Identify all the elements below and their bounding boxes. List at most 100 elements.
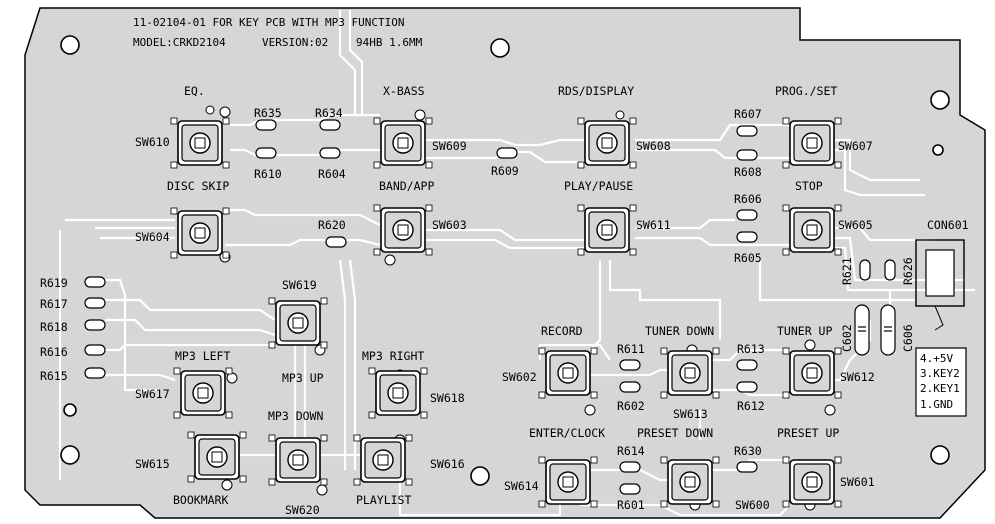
sw620-footprint [268,434,328,486]
sw612-footprint [782,347,842,399]
con601-label: CON601 [927,218,969,232]
sw602-label: SW602 [502,370,537,384]
r601-label: R601 [617,498,645,512]
sw611-footprint [577,204,637,256]
label-mp3-right: MP3 RIGHT [362,349,424,363]
r612-label: R612 [737,399,765,413]
sw616-footprint [353,434,413,486]
sw607-label: SW607 [838,139,873,153]
r611-label: R611 [617,342,645,356]
mounting-holes [60,35,950,486]
sw614-footprint [538,456,598,508]
sw610-label: SW610 [135,135,170,149]
header-version: VERSION:02 [262,36,328,49]
label-stop: STOP [795,179,823,193]
r610-label: R610 [254,167,282,181]
sw600-footprint [660,456,720,508]
label-disc-skip: DISC SKIP [167,179,229,193]
switch-footprints [170,117,842,508]
sw608-footprint [577,117,637,169]
sw617-label: SW617 [135,387,170,401]
header-material: 94HB 1.6MM [356,36,423,49]
r620-label: R620 [318,218,346,232]
sw619-footprint [268,297,328,349]
r607-label: R607 [734,107,762,121]
sw605-label: SW605 [838,218,873,232]
label-mp3-up: MP3 UP [282,371,324,385]
r618-label: R618 [40,320,68,334]
c602-label: C602 [840,324,854,352]
r634-label: R634 [315,106,343,120]
r605-label: R605 [734,251,762,265]
sw614-label: SW614 [504,479,539,493]
sw616-label: SW616 [430,457,465,471]
sw611-label: SW611 [636,218,671,232]
label-preset-down: PRESET DOWN [637,426,713,440]
r614-label: R614 [617,444,645,458]
sw619-label: SW619 [282,278,317,292]
r613-label: R613 [737,342,765,356]
copper-traces [58,10,975,517]
sw604-footprint [170,207,230,259]
sw608-label: SW608 [636,139,671,153]
sw601-label: SW601 [840,475,875,489]
label-mp3-down: MP3 DOWN [268,409,323,423]
sw609-label: SW609 [432,139,467,153]
sw607-footprint [782,117,842,169]
sw612-label: SW612 [840,370,875,384]
con601-pin4: 4.+5V [920,352,953,365]
label-tuner-up: TUNER UP [777,324,832,338]
r619-label: R619 [40,276,68,290]
sw609-footprint [373,117,433,169]
label-prog: PROG./SET [775,84,837,98]
sw603-footprint [373,204,433,256]
r626-label: R626 [901,257,915,285]
sw600-label: SW600 [735,498,770,512]
r617-label: R617 [40,297,68,311]
sw613-label: SW613 [673,407,708,421]
header-line1: 11-02104-01 FOR KEY PCB WITH MP3 FUNCTIO… [133,16,405,29]
label-playlist: PLAYLIST [356,493,411,507]
capacitor-footprints [854,304,896,356]
sw615-footprint [187,431,247,483]
header-model: MODEL:CRKD2104 [133,36,226,49]
label-rds: RDS/DISPLAY [558,84,634,98]
label-enter: ENTER/CLOCK [529,426,605,440]
c606-label: C606 [901,324,915,352]
sw618-footprint [368,367,428,419]
sw613-footprint [660,347,720,399]
sw603-label: SW603 [432,218,467,232]
r616-label: R616 [40,345,68,359]
sw618-label: SW618 [430,391,465,405]
sw617-footprint [173,367,233,419]
r604-label: R604 [318,167,346,181]
resistor-footprints [84,119,896,495]
label-eq: EQ. [184,84,205,98]
sw620-label: SW620 [285,503,320,517]
con601-pin3: 3.KEY2 [920,367,960,380]
con601-pin1: 1.GND [920,398,953,411]
sw602-footprint [538,347,598,399]
label-xbass: X-BASS [383,84,425,98]
sw601-footprint [782,456,842,508]
label-band: BAND/APP [379,179,434,193]
r615-label: R615 [40,369,68,383]
sw615-label: SW615 [135,457,170,471]
label-preset-up: PRESET UP [777,426,839,440]
con601-pin2: 2.KEY1 [920,382,960,395]
r621-label: R621 [840,257,854,285]
label-bookmark: BOOKMARK [173,493,228,507]
r602-label: R602 [617,399,645,413]
sw605-footprint [782,204,842,256]
r609-label: R609 [491,164,519,178]
connector-con601 [915,239,967,417]
sw610-footprint [170,117,230,169]
label-play: PLAY/PAUSE [564,179,633,193]
r606-label: R606 [734,192,762,206]
r635-label: R635 [254,106,282,120]
label-mp3-left: MP3 LEFT [175,349,230,363]
r608-label: R608 [734,165,762,179]
label-tuner-down: TUNER DOWN [645,324,714,338]
label-record: RECORD [541,324,583,338]
